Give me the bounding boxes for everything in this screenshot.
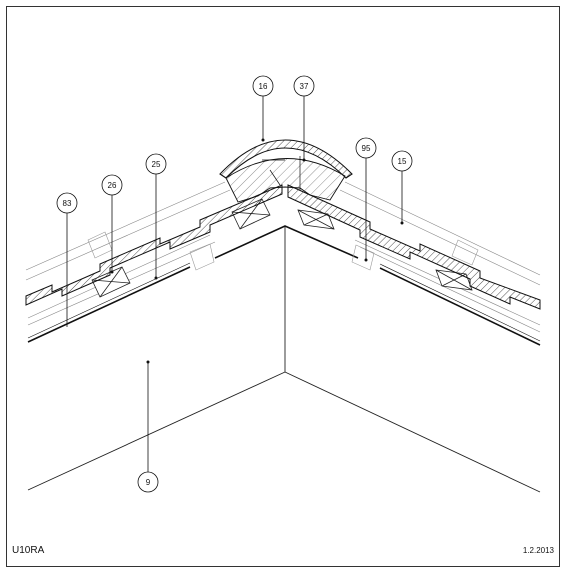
battens-right (297, 209, 473, 291)
drawing-code: U10RA (12, 545, 45, 556)
svg-text:83: 83 (63, 199, 72, 208)
svg-text:16: 16 (259, 82, 268, 91)
svg-text:95: 95 (362, 144, 371, 153)
callout-25: 25 (145, 153, 167, 175)
ridge-mortar (225, 156, 346, 203)
svg-text:9: 9 (146, 478, 151, 487)
svg-text:25: 25 (152, 160, 161, 169)
svg-text:26: 26 (108, 181, 117, 190)
counter-battens (87, 231, 479, 271)
drawing-date: 1.2.2013 (522, 546, 554, 555)
interior-walls (27, 226, 541, 493)
underlay-lines-right (339, 181, 541, 333)
drawing-frame (6, 6, 560, 567)
leader-dots (110, 138, 404, 364)
battens-left (91, 198, 271, 298)
callout-26: 26 (101, 174, 123, 196)
roof-tiles-right (287, 184, 541, 310)
leader-lines (66, 95, 403, 473)
ceiling-boards (27, 225, 541, 346)
callout-37: 37 (293, 75, 315, 97)
roof-tiles-left (25, 184, 283, 306)
callout-83: 83 (56, 192, 78, 214)
ridge-tile (219, 139, 353, 179)
svg-text:15: 15 (398, 157, 407, 166)
callout-15: 15 (391, 150, 413, 172)
callout-16: 16 (252, 75, 274, 97)
svg-text:37: 37 (300, 82, 309, 91)
callout-9: 9 (137, 471, 159, 493)
callout-95: 95 (355, 137, 377, 159)
